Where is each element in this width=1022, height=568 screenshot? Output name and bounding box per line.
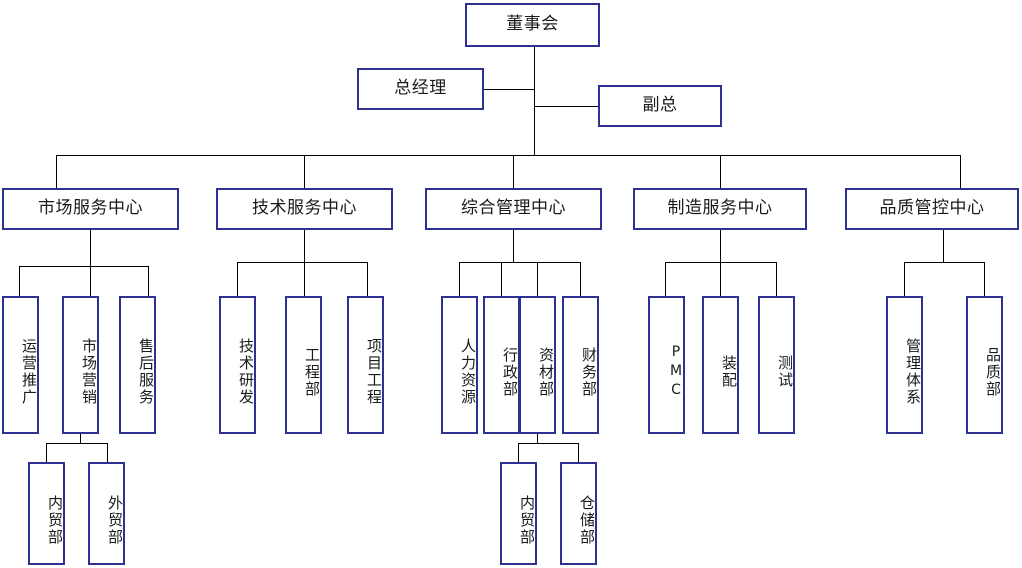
edge-quality-bus <box>904 262 984 263</box>
node-center-technical-service[interactable]: 技术服务中心 <box>216 188 393 230</box>
node-dept-materials[interactable]: 资材部 <box>519 296 556 434</box>
edge-drop-admin-2 <box>537 262 538 296</box>
edge-drop-center-4 <box>960 155 961 188</box>
edge-tech-bus <box>237 262 367 263</box>
edge-drop-quality-1 <box>984 262 985 296</box>
node-center-manufacturing-service[interactable]: 制造服务中心 <box>633 188 807 230</box>
edge-drop-market-sales-0 <box>46 443 47 462</box>
edge-materials-bus <box>518 443 578 444</box>
edge-drop-center-1 <box>304 155 305 188</box>
node-dept-domestic-trade-materials[interactable]: 内贸部 <box>500 462 537 565</box>
node-dept-management-system[interactable]: 管理体系 <box>886 296 923 434</box>
node-dept-after-sales-service[interactable]: 售后服务 <box>119 296 156 434</box>
node-deputy-manager[interactable]: 副总 <box>598 85 722 127</box>
edge-deputy-connector <box>535 106 598 107</box>
edge-tech-stem <box>304 230 305 262</box>
node-dept-administration[interactable]: 行政部 <box>483 296 520 434</box>
node-dept-project-engineering[interactable]: 项目工程 <box>347 296 384 434</box>
edge-drop-center-3 <box>720 155 721 188</box>
node-dept-human-resources[interactable]: 人力资源 <box>441 296 478 434</box>
edge-drop-mfg-2 <box>776 262 777 296</box>
node-dept-testing[interactable]: 测试 <box>758 296 795 434</box>
edge-drop-center-2 <box>513 155 514 188</box>
edge-gm-connector <box>484 89 535 90</box>
node-center-market-service[interactable]: 市场服务中心 <box>2 188 179 230</box>
edge-admin-bus-right <box>537 262 580 263</box>
edge-drop-tech-1 <box>304 262 305 296</box>
edge-drop-tech-0 <box>237 262 238 296</box>
edge-drop-quality-0 <box>904 262 905 296</box>
node-board[interactable]: 董事会 <box>465 3 600 47</box>
edge-drop-materials-1 <box>578 443 579 462</box>
edge-drop-materials-0 <box>518 443 519 462</box>
node-general-manager[interactable]: 总经理 <box>357 68 484 110</box>
edge-drop-market-0 <box>19 266 20 296</box>
edge-drop-mfg-0 <box>665 262 666 296</box>
node-center-quality-control[interactable]: 品质管控中心 <box>845 188 1019 230</box>
edge-drop-market-2 <box>148 266 149 296</box>
node-dept-foreign-trade[interactable]: 外贸部 <box>88 462 125 565</box>
edge-drop-market-1 <box>90 266 91 296</box>
edge-drop-center-0 <box>56 155 57 188</box>
node-dept-operations-promotion[interactable]: 运营推广 <box>2 296 39 434</box>
node-dept-assembly[interactable]: 装配 <box>702 296 739 434</box>
edge-market-bus <box>19 266 149 267</box>
edge-drop-admin-1 <box>501 262 502 296</box>
node-dept-finance[interactable]: 财务部 <box>562 296 599 434</box>
node-dept-technical-rd[interactable]: 技术研发 <box>219 296 256 434</box>
edge-drop-admin-3 <box>580 262 581 296</box>
edge-market-sales-bus <box>46 443 107 444</box>
node-dept-pmc[interactable]: PMC <box>648 296 685 434</box>
edge-drop-admin-0 <box>459 262 460 296</box>
edge-quality-stem <box>943 230 944 262</box>
edge-mfg-stem <box>720 230 721 262</box>
edge-drop-mfg-1 <box>720 262 721 296</box>
edge-admin-stem <box>513 230 514 262</box>
edge-drop-market-sales-1 <box>107 443 108 462</box>
edge-centers-bus <box>56 155 961 156</box>
node-dept-warehousing[interactable]: 仓储部 <box>560 462 597 565</box>
node-center-general-management[interactable]: 综合管理中心 <box>425 188 602 230</box>
node-dept-engineering[interactable]: 工程部 <box>285 296 322 434</box>
edge-materials-stem <box>537 434 538 443</box>
edge-drop-tech-2 <box>367 262 368 296</box>
node-dept-quality[interactable]: 品质部 <box>966 296 1003 434</box>
node-dept-domestic-trade[interactable]: 内贸部 <box>28 462 65 565</box>
edge-admin-bus <box>459 262 560 263</box>
edge-market-sales-stem <box>80 434 81 443</box>
edge-board-spine <box>534 47 535 155</box>
node-dept-market-sales[interactable]: 市场营销 <box>62 296 99 434</box>
edge-market-stem <box>90 230 91 266</box>
